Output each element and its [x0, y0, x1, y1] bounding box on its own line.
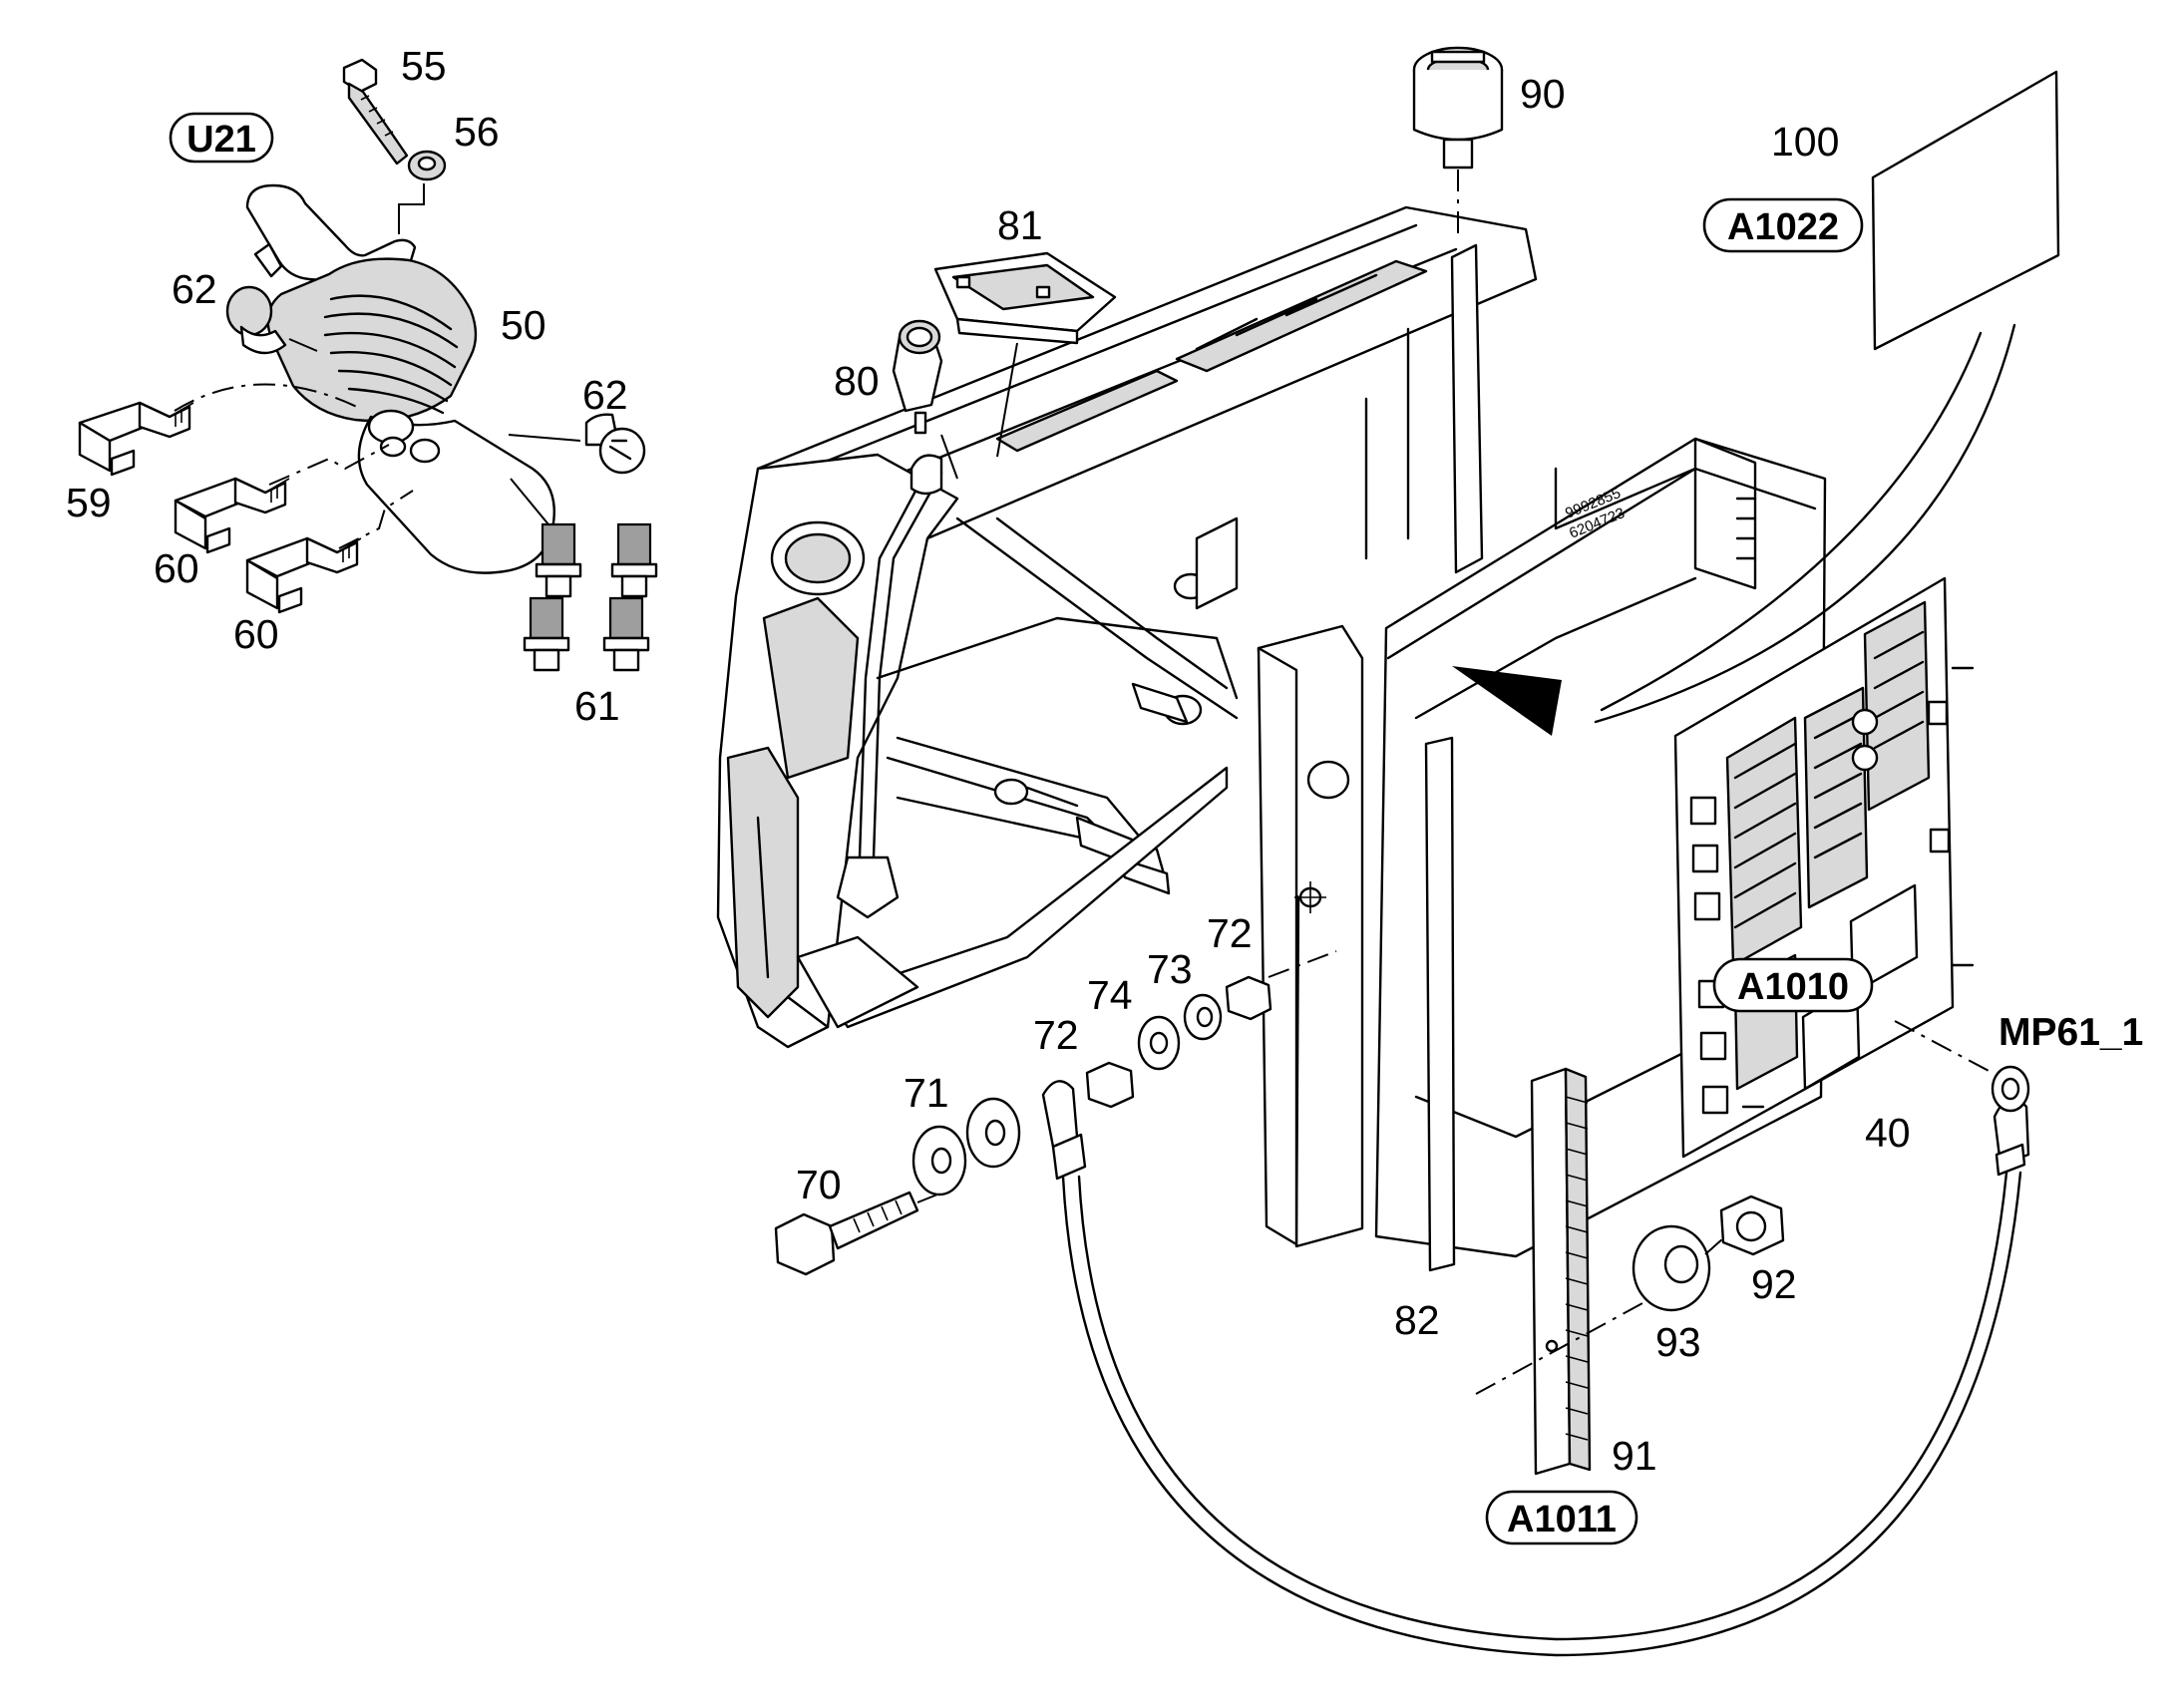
plug-62-right	[584, 413, 646, 475]
part-80: 80	[834, 358, 880, 404]
terminals-61	[523, 522, 658, 672]
part-60-upper: 60	[154, 545, 199, 591]
connector-60-upper	[174, 477, 290, 554]
part-100: 100	[1771, 119, 1839, 165]
part-59: 59	[66, 480, 112, 525]
part-40: 40	[1865, 1110, 1911, 1156]
part-91: 91	[1612, 1433, 1657, 1479]
part-92: 92	[1751, 1261, 1797, 1307]
terminal-bar-91	[1530, 1067, 1592, 1476]
meter-90	[1412, 46, 1504, 170]
part-62-right: 62	[582, 372, 628, 418]
part-56: 56	[454, 109, 500, 155]
part-72-upper: 72	[1207, 910, 1253, 956]
bolt-70	[774, 1191, 919, 1276]
connector-59	[78, 401, 194, 477]
screw-55	[342, 58, 409, 166]
part-93: 93	[1655, 1319, 1701, 1365]
console-frame	[716, 46, 1538, 1049]
washer-93	[1632, 1224, 1711, 1312]
part-62-left: 62	[172, 266, 217, 312]
joystick-assembly	[78, 58, 658, 672]
part-70: 70	[796, 1162, 842, 1207]
ref-a1011-text: A1011	[1507, 1499, 1617, 1540]
bracket-81	[933, 251, 1117, 345]
ref-mp61: MP61_1	[1998, 1011, 2143, 1054]
part-74: 74	[1087, 972, 1133, 1018]
part-90: 90	[1520, 71, 1566, 117]
part-50: 50	[501, 302, 546, 348]
part-71: 71	[904, 1070, 949, 1116]
part-73: 73	[1147, 946, 1193, 992]
washer-56	[407, 150, 447, 181]
connector-60-lower	[245, 536, 362, 614]
ref-a1011: A1011	[1485, 1490, 1638, 1545]
part-82: 82	[1394, 1297, 1440, 1343]
ref-a1010: A1010	[1712, 957, 1874, 1013]
part-55: 55	[401, 43, 447, 89]
ref-u21: U21	[169, 112, 274, 164]
ref-a1022-text: A1022	[1727, 206, 1839, 248]
plug-62-left	[225, 285, 287, 355]
nut-92	[1719, 1195, 1785, 1256]
lamp-80	[892, 319, 943, 435]
part-61: 61	[574, 683, 620, 729]
part-60-lower: 60	[233, 611, 279, 657]
ref-a1022: A1022	[1702, 197, 1864, 253]
joystick-50	[245, 183, 555, 574]
part-72-lower: 72	[1033, 1012, 1079, 1058]
ground-strap	[774, 950, 2030, 1657]
terminal-strips	[1689, 700, 1951, 1115]
ref-a1010-text: A1010	[1737, 966, 1849, 1008]
part-81: 81	[997, 202, 1043, 248]
ref-u21-text: U21	[186, 119, 256, 161]
